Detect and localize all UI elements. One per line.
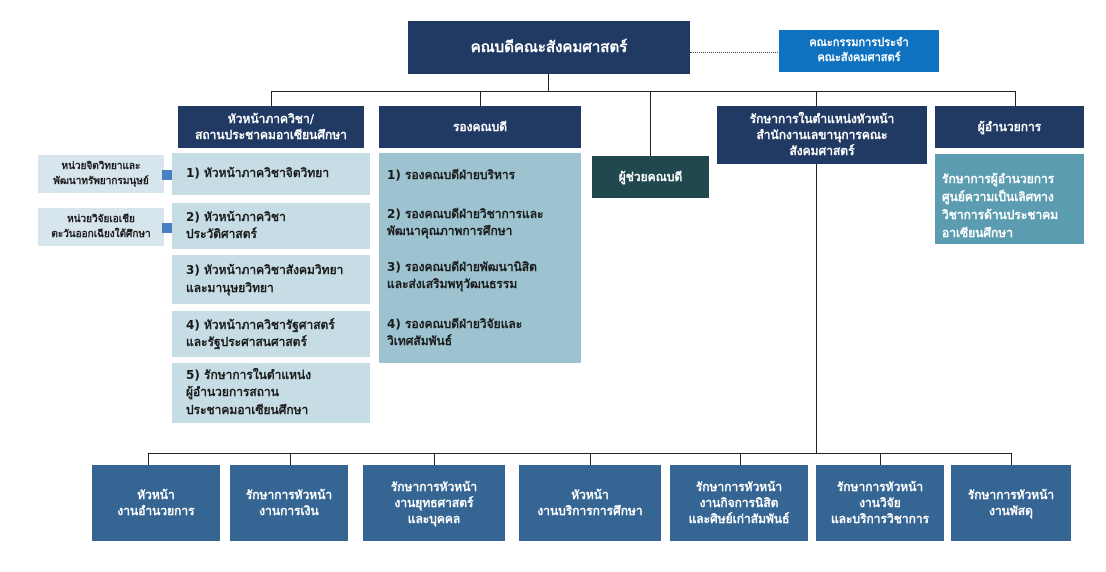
unit-supplies: รักษาการหัวหน้า งานพัสดุ (951, 465, 1071, 541)
dean-box: คณบดีคณะสังคมศาสตร์ (408, 21, 690, 74)
heads-header: หัวหน้าภาควิชา/ สถานประชาคมอาเซียนศึกษา (178, 106, 364, 148)
associate-dean-header: รองคณบดี (379, 106, 581, 148)
connector-line (148, 453, 149, 465)
head-item-label: 3) หัวหน้าภาควิชาสังคมวิทยา และมานุษยวิท… (186, 263, 344, 295)
head-item-label: 4) หัวหน้าภาควิชารัฐศาสตร์ และรัฐประศาสน… (186, 317, 335, 349)
dotted-connector (690, 52, 780, 53)
connector-line (590, 453, 591, 465)
head-item-label: 1) หัวหน้าภาควิชาจิตวิทยา (186, 166, 330, 181)
unit-research-services: รักษาการหัวหน้า งานวิจัย และบริการวิชากา… (816, 465, 944, 541)
head-item: 3) หัวหน้าภาควิชาสังคมวิทยา และมานุษยวิท… (172, 255, 370, 304)
connector-line (816, 164, 817, 453)
side-unit-sea-research: หน่วยวิจัยเอเชีย ตะวันออกเฉียงใต้ศึกษา (38, 208, 164, 246)
unit-student-affairs: รักษาการหัวหน้า งานกิจการนิสิต และศิษย์เ… (670, 465, 808, 541)
director-detail-box: รักษาการผู้อำนวยการ ศูนย์ความเป็นเลิศทาง… (935, 154, 1084, 244)
connector-line (816, 91, 817, 106)
connector-line (271, 91, 1015, 92)
assistant-dean-box: ผู้ช่วยคณบดี (592, 156, 709, 198)
head-item: 5) รักษาการในตำแหน่ง ผู้อำนวยการสถาน ประ… (172, 363, 370, 423)
connector-line (434, 453, 435, 465)
head-item-label: 5) รักษาการในตำแหน่ง ผู้อำนวยการสถาน ประ… (186, 367, 312, 417)
side-unit-psychology: หน่วยจิตวิทยาและ พัฒนาทรัพยากรมนุษย์ (38, 155, 164, 193)
connector-line (290, 453, 291, 465)
head-item-label: 2) หัวหน้าภาควิชา ประวัติศาสตร์ (186, 209, 286, 241)
connector-line (1015, 91, 1016, 106)
unit-finance: รักษาการหัวหน้า งานการเงิน (230, 465, 348, 541)
head-item: 4) หัวหน้าภาควิชารัฐศาสตร์ และรัฐประศาสน… (172, 311, 370, 357)
unit-education-services: หัวหน้า งานบริการการศึกษา (519, 465, 661, 541)
director-header: ผู้อำนวยการ (935, 106, 1084, 148)
unit-strategy-personnel: รักษาการหัวหน้า งานยุทธศาสตร์ และบุคคล (363, 465, 505, 541)
committee-box: คณะกรรมการประจำ คณะสังคมศาสตร์ (779, 30, 939, 72)
connector-line (740, 453, 741, 465)
connector-line (1011, 453, 1012, 465)
associate-dean-item: 3) รองคณบดีฝ่ายพัฒนานิสิต และส่งเสริมพหุ… (387, 260, 537, 292)
associate-dean-item: 4) รองคณบดีฝ่ายวิจัยและ วิเทศสัมพันธ์ (387, 317, 523, 349)
associate-dean-item: 2) รองคณบดีฝ่ายวิชาการและ พัฒนาคุณภาพการ… (387, 207, 544, 239)
connector-line (148, 453, 1012, 454)
head-item: 1) หัวหน้าภาควิชาจิตวิทยา (172, 153, 370, 195)
connector-line (548, 74, 549, 91)
connector-line (271, 91, 272, 106)
office-head-box: รักษาการในตำแหน่งหัวหน้า สำนักงานเลขานุก… (717, 106, 927, 164)
associate-dean-item: 1) รองคณบดีฝ่ายบริหาร (387, 168, 516, 182)
connector-line (480, 91, 481, 106)
associate-dean-list: 1) รองคณบดีฝ่ายบริหาร 2) รองคณบดีฝ่ายวิช… (379, 153, 581, 363)
connector-line (880, 453, 881, 465)
unit-administration: หัวหน้า งานอำนวยการ (92, 465, 220, 541)
connector-line (650, 91, 651, 156)
head-item: 2) หัวหน้าภาควิชา ประวัติศาสตร์ (172, 203, 370, 249)
